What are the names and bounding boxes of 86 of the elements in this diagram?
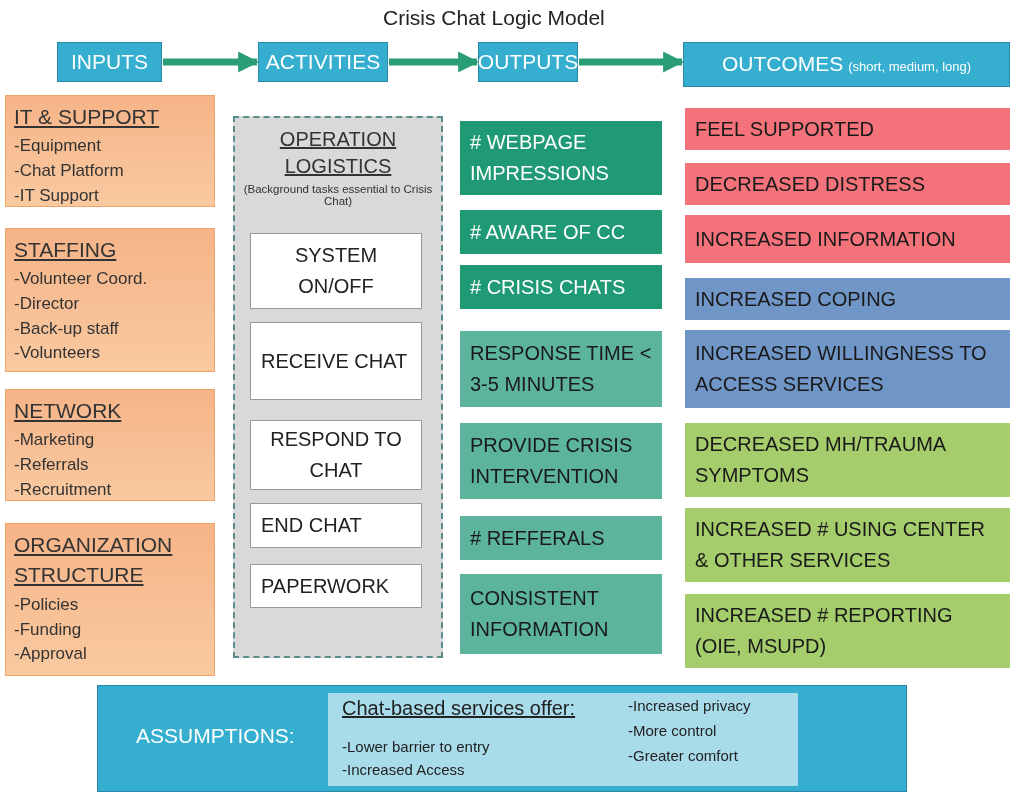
box-label: INCREASED # REPORTING (OIE, MSUPD) [695, 604, 953, 657]
list-item: -Approval [14, 643, 88, 666]
input-box [5, 389, 215, 501]
box-note: (short, medium, long) [848, 59, 972, 75]
output-box [460, 516, 662, 560]
activity-box [250, 420, 422, 490]
outcome-box [685, 278, 1010, 320]
assumption-item: -Greater comfort [628, 747, 739, 764]
output-box [460, 210, 662, 254]
header-box [258, 42, 388, 82]
box-label: ACTIVITIES [265, 49, 381, 73]
list-item: -Recruitment [14, 478, 113, 501]
outcome-box [685, 330, 1010, 408]
box-label: FEEL SUPPORTED [695, 117, 874, 140]
outcome-box [685, 108, 1010, 150]
activity-box [250, 233, 422, 309]
box-label: # WEBPAGE IMPRESSIONS [470, 131, 609, 184]
assumptions-band [97, 685, 907, 792]
box-label: PROVIDE CRISIS INTERVENTION [470, 434, 633, 487]
input-box [5, 95, 215, 207]
list-item: -Funding [14, 618, 83, 641]
header-box [683, 42, 1010, 87]
outcome-box [685, 594, 1010, 668]
list-item: -Volunteers [14, 342, 101, 365]
output-box [460, 121, 662, 195]
box-label: OUTCOMES [721, 52, 844, 76]
box-label: INCREASED INFORMATION [695, 227, 956, 250]
box-label: INPUTS [71, 49, 148, 73]
output-box [460, 331, 662, 407]
list-item: -Referrals [14, 454, 90, 477]
list-item: -Volunteer Coord. [14, 268, 149, 291]
box-label: # CRISIS CHATS [470, 275, 626, 298]
group-heading: OPERATION LOGISTICS [278, 127, 398, 179]
activity-group [233, 116, 443, 658]
assumption-item: -Lower barrier to entry [342, 738, 490, 755]
activity-box [250, 564, 422, 608]
activity-box [250, 503, 422, 548]
arrow [163, 51, 260, 73]
list-item: -IT Support [14, 184, 100, 207]
category-heading: ORGANIZATION STRUCTURE [14, 532, 174, 589]
activity-box [250, 322, 422, 400]
input-box [5, 228, 215, 372]
box-label: RECEIVE CHAT [261, 349, 408, 372]
category-heading: NETWORK [14, 398, 123, 424]
input-box [5, 523, 215, 676]
outcome-box [685, 163, 1010, 205]
category-heading: IT & SUPPORT [14, 104, 161, 130]
box-label: INCREASED # USING CENTER & OTHER SERVICES [695, 518, 986, 571]
header-box [478, 42, 578, 82]
box-label: # REFFERALS [470, 526, 605, 549]
box-label: CONSISTENT INFORMATION [470, 587, 609, 640]
box-label: DECREASED DISTRESS [695, 172, 926, 195]
box-label: RESPONSE TIME < 3-5 MINUTES [470, 342, 652, 395]
assumption-heading: Chat-based services offer: [342, 697, 576, 720]
assumption-item: -Increased Access [342, 761, 465, 778]
arrow [389, 51, 480, 73]
list-item: -Marketing [14, 429, 96, 452]
list-item: -Director [14, 293, 81, 316]
output-box [460, 265, 662, 309]
list-item: -Equipment [14, 135, 102, 158]
outcome-box [685, 508, 1010, 582]
box-label: OUTPUTS [477, 49, 579, 73]
output-box [460, 423, 662, 499]
box-label: # AWARE OF CC [470, 220, 626, 243]
list-item: -Policies [14, 593, 80, 616]
assumptions-label: ASSUMPTIONS: [136, 724, 295, 748]
box-label: INCREASED COPING [695, 287, 897, 310]
list-item: -Chat Platform [14, 160, 125, 183]
assumption-item: -Increased privacy [628, 697, 751, 714]
arrow [579, 51, 685, 73]
group-note: (Background tasks essential to Crisis Chat) [242, 183, 434, 207]
assumption-item: -More control [628, 722, 717, 739]
header-box [57, 42, 162, 82]
output-box [460, 574, 662, 654]
outcome-box [685, 423, 1010, 497]
diagram-title: Crisis Chat Logic Model [383, 6, 605, 30]
assumptions-box [328, 693, 798, 786]
box-label: SYSTEM ON/OFF [294, 244, 378, 297]
category-heading: STAFFING [14, 237, 118, 263]
box-label: INCREASED WILLINGNESS TO ACCESS SERVICES [695, 342, 987, 395]
box-label: DECREASED MH/TRAUMA SYMPTOMS [695, 433, 946, 486]
list-item: -Back-up staff [14, 317, 120, 340]
box-label: PAPERWORK [261, 574, 390, 597]
box-label: RESPOND TO CHAT [270, 428, 402, 481]
outcome-box [685, 215, 1010, 263]
box-label: END CHAT [261, 514, 362, 536]
